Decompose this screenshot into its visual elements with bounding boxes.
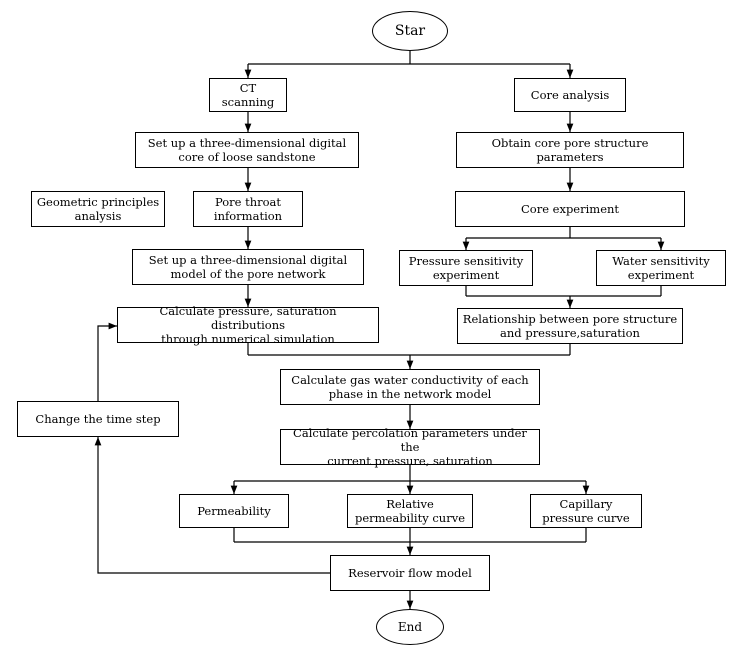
connector-arrow xyxy=(97,322,117,401)
relationship-box: Relationship between pore structure and … xyxy=(457,308,683,344)
percolation-parameters-box: Calculate percolation parameters under t… xyxy=(280,426,540,468)
digital-core-box: Set up a three-dimensional digital core … xyxy=(135,132,359,168)
change-time-step-box: Change the time step xyxy=(17,401,179,437)
core-analysis-box: Core analysis xyxy=(514,78,626,112)
connector-arrow xyxy=(94,437,330,574)
obtain-parameters-box: Obtain core pore structure parameters xyxy=(456,132,684,168)
water-sensitivity-box: Water sensitivity experiment xyxy=(596,250,726,286)
geometric-analysis-box: Geometric principles analysis xyxy=(31,191,165,227)
end-node: End xyxy=(376,609,444,645)
core-experiment-box: Core experiment xyxy=(455,191,685,227)
calculate-pressure-box: Calculate pressure, saturation distribut… xyxy=(117,304,379,346)
permeability-box: Permeability xyxy=(179,494,289,528)
start-node: Star xyxy=(372,11,448,51)
pressure-sensitivity-box: Pressure sensitivity experiment xyxy=(399,250,533,286)
gas-water-conductivity-box: Calculate gas water conductivity of each… xyxy=(280,369,540,405)
reservoir-flow-model-box: Reservoir flow model xyxy=(330,555,490,591)
ct-scanning-box: CT scanning xyxy=(209,78,287,112)
capillary-pressure-box: Capillary pressure curve xyxy=(530,494,642,528)
pore-throat-box: Pore throat information xyxy=(193,191,303,227)
digital-model-box: Set up a three-dimensional digital model… xyxy=(132,249,364,285)
relative-permeability-box: Relative permeability curve xyxy=(347,494,473,528)
